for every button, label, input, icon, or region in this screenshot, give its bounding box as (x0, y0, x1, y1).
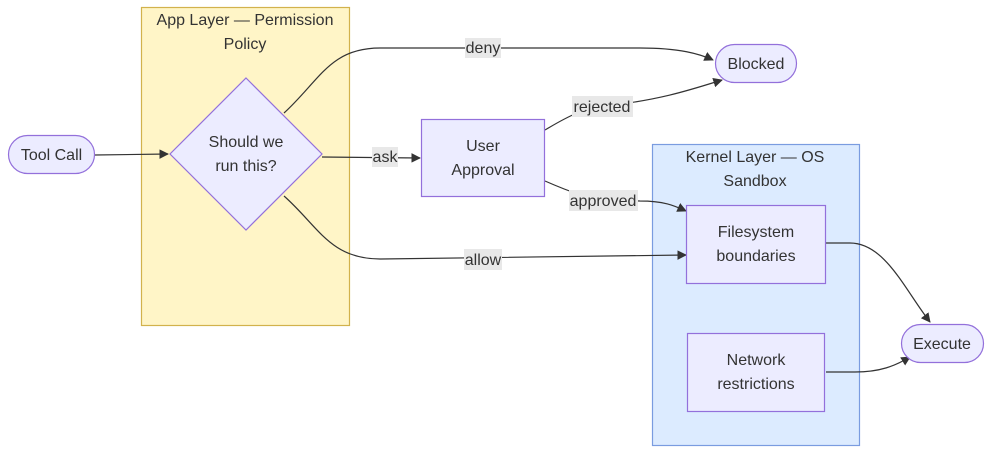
node-user-approval[interactable]: User Approval (420, 118, 546, 198)
node-user-approval-shape[interactable] (420, 118, 546, 198)
edge-deny-label-bg (465, 38, 501, 58)
node-blocked-label: Blocked (728, 56, 785, 73)
node-tool-call-shape[interactable] (7, 134, 96, 175)
node-tool-call-label: Tool Call (21, 147, 82, 164)
cluster-app-layer-title-line1: App Layer — Permission (157, 12, 334, 29)
edge-approved-label-bg (569, 190, 638, 211)
cluster-kernel-layer-title-line2: Sandbox (723, 173, 786, 190)
cluster-app-layer: App Layer — Permission Policy (140, 6, 351, 327)
node-filesystem-label-line2: boundaries (716, 248, 795, 265)
edge-ask: ask (321, 147, 421, 167)
edge-network-to-execute (826, 356, 911, 373)
node-network-shape[interactable] (686, 332, 826, 413)
node-network-label-line1: Network (727, 352, 787, 369)
edge-filesystem-to-execute (826, 242, 931, 323)
node-filesystem-label-line1: Filesystem (718, 224, 794, 241)
node-filesystem-boundaries[interactable]: Filesystem boundaries (685, 204, 827, 285)
edge-approved: approved (544, 180, 687, 212)
node-execute[interactable]: Execute (900, 323, 985, 364)
edge-rejected: rejected (544, 77, 723, 131)
edge-deny: deny (283, 38, 714, 114)
edge-rejected-label-bg (572, 96, 633, 117)
edge-allow: allow (283, 195, 687, 270)
node-blocked[interactable]: Blocked (714, 43, 798, 84)
cluster-kernel-layer-title-line1: Kernel Layer — OS (686, 149, 825, 166)
node-decision-label-line1: Should we (209, 134, 284, 151)
edge-approved-label: approved (570, 193, 637, 210)
cluster-app-layer-title-line2: Policy (224, 36, 267, 53)
edge-allow-label: allow (465, 252, 502, 269)
edge-tool-call-to-decision (94, 149, 169, 159)
node-decision-label-line2: run this? (215, 158, 276, 175)
node-decision[interactable]: Should we run this? (169, 77, 323, 231)
edge-ask-label: ask (373, 149, 399, 166)
edge-rejected-label: rejected (574, 99, 631, 116)
node-network-label-line2: restrictions (717, 376, 794, 393)
edge-ask-label-bg (372, 147, 398, 167)
edge-allow-label-bg (464, 249, 502, 270)
edge-deny-label: deny (466, 40, 501, 57)
node-decision-shape[interactable] (169, 77, 323, 231)
node-execute-shape[interactable] (900, 323, 985, 364)
node-user-approval-label-line1: User (466, 138, 500, 155)
node-filesystem-shape[interactable] (685, 204, 827, 285)
node-tool-call[interactable]: Tool Call (7, 134, 96, 175)
node-network-restrictions[interactable]: Network restrictions (686, 332, 826, 413)
node-user-approval-label-line2: Approval (451, 162, 514, 179)
node-blocked-shape[interactable] (714, 43, 798, 84)
node-execute-label: Execute (913, 336, 971, 353)
